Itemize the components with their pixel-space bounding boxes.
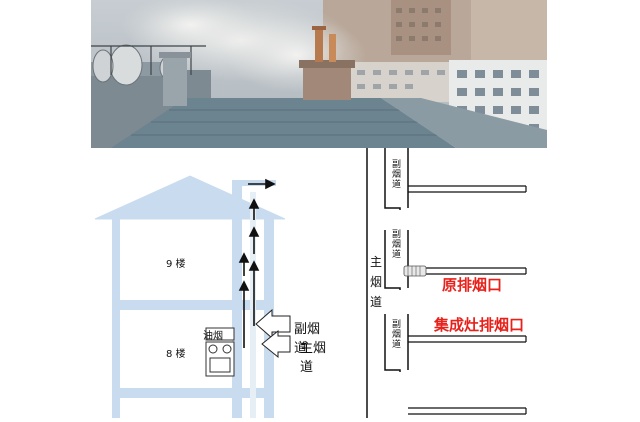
oil-smoke-label: 油烟 xyxy=(203,331,223,342)
flue-outlet-svg xyxy=(366,148,527,418)
rooftop-chimney-photo xyxy=(91,0,547,148)
secondary-flue-wall xyxy=(232,180,242,418)
kitchen-range-icon xyxy=(205,327,235,377)
main-flue-shaft xyxy=(250,192,256,418)
main-flue-wall-right-low xyxy=(384,314,401,372)
cross-section-svg xyxy=(94,175,291,418)
floor-label-8: 8 楼 xyxy=(166,349,186,360)
building-cross-section-diagram: 9 楼 8 楼 油烟 副烟道 主烟道 xyxy=(0,148,330,422)
floor-slab-9 xyxy=(112,300,264,310)
smoke-flow-arrows xyxy=(238,178,276,348)
secondary-flue-arrow xyxy=(255,308,291,340)
main-flue-wall-right-mid xyxy=(384,230,401,290)
flue-cap xyxy=(238,180,276,186)
secondary-flue-label-top: 副烟道 xyxy=(392,160,402,190)
left-wall xyxy=(112,219,120,418)
secondary-flue-label: 副烟道 xyxy=(294,322,321,356)
main-flue-label-right: 主烟道 xyxy=(370,255,383,309)
floor-slabs xyxy=(408,185,527,415)
integrated-outlet-label: 集成灶排烟口 xyxy=(434,316,525,334)
main-flue-wall-right-top xyxy=(384,148,401,210)
floor-slab-8 xyxy=(112,388,264,398)
flue-outlet-diagram: 副烟道 副烟道 副烟道 主烟道 原排烟口 集成灶排烟口 xyxy=(0,148,640,422)
photo-illustration xyxy=(91,0,547,148)
main-flue-arrow xyxy=(261,329,291,359)
main-flue-label: 主烟道 xyxy=(300,341,327,375)
secondary-flue-label-mid: 副烟道 xyxy=(392,230,402,260)
secondary-flue-label-low: 副烟道 xyxy=(392,320,402,350)
original-outlet-icon xyxy=(403,265,427,277)
floor-label-9: 9 楼 xyxy=(166,259,186,270)
original-outlet-label: 原排烟口 xyxy=(442,276,503,294)
